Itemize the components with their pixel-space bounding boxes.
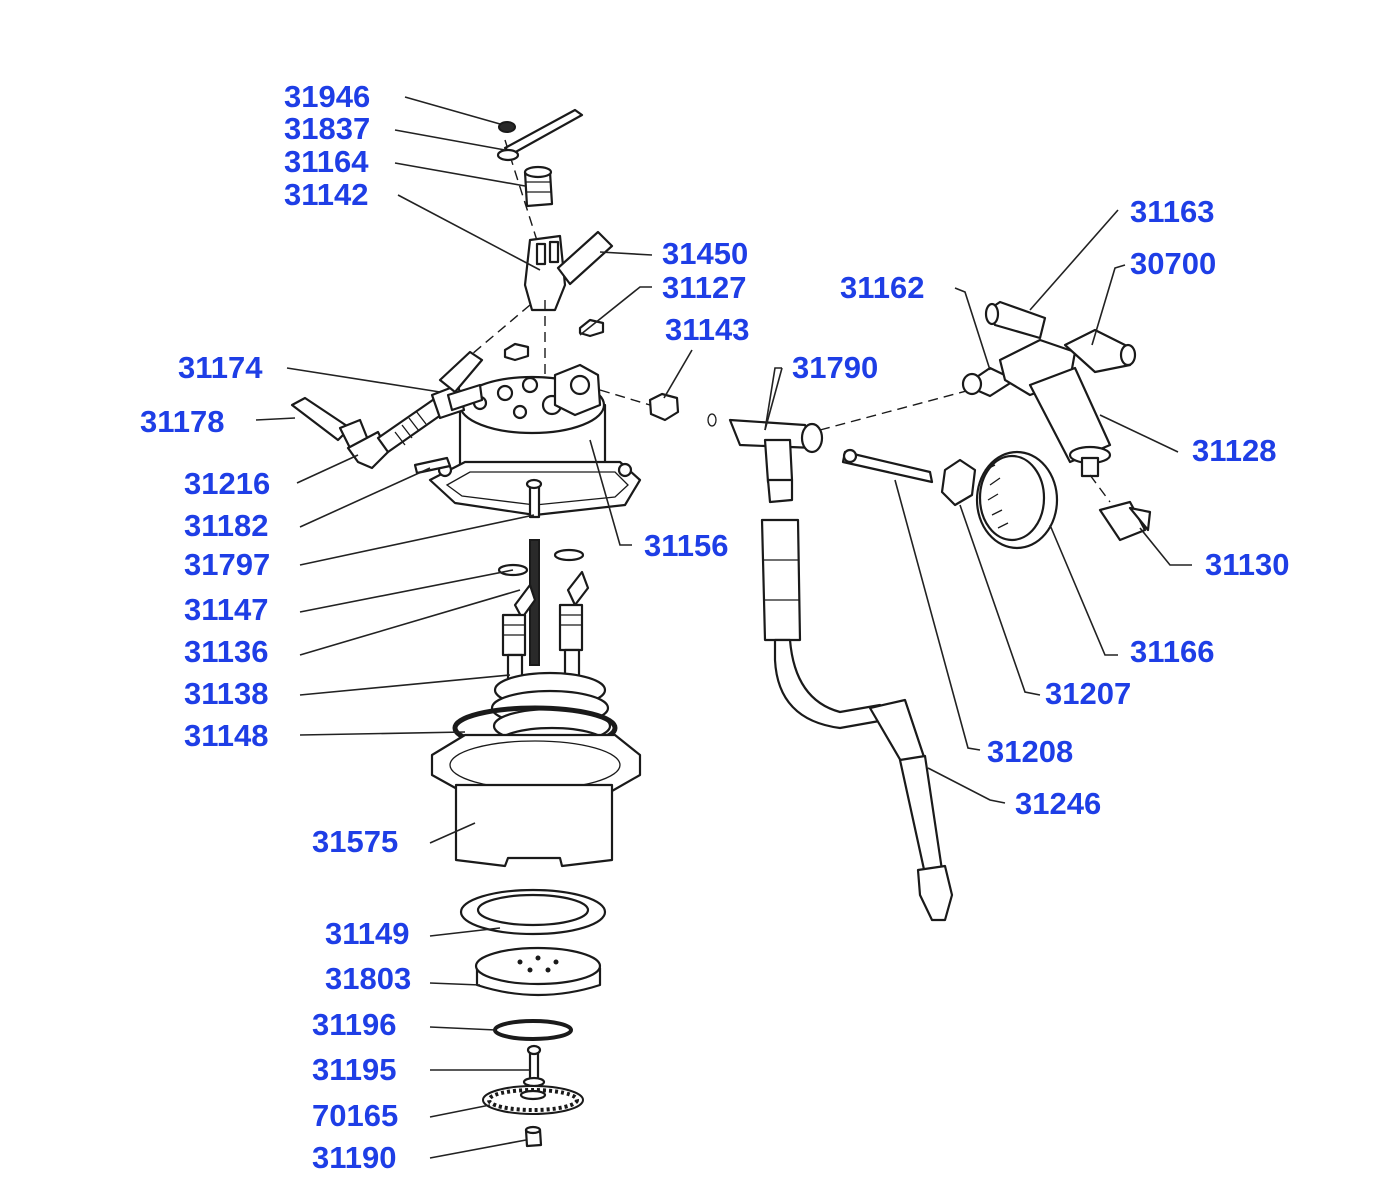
label-31946: 31946 [284, 79, 370, 114]
label-31216: 31216 [184, 466, 270, 501]
label-31138: 31138 [184, 676, 269, 711]
label-31128: 31128 [1192, 433, 1277, 468]
label-30700: 30700 [1130, 246, 1216, 281]
label-31195: 31195 [312, 1052, 397, 1087]
left-elbow-fittings [290, 350, 484, 470]
label-31164: 31164 [284, 144, 369, 179]
label-31178: 31178 [140, 404, 225, 439]
heating-element-assembly [430, 539, 642, 1148]
label-70165: 70165 [312, 1098, 398, 1133]
label-31837: 31837 [284, 111, 370, 146]
label-31163: 31163 [1130, 194, 1215, 229]
label-31190: 31190 [312, 1140, 397, 1175]
parts-drawing [290, 108, 1152, 1148]
label-31803: 31803 [325, 961, 411, 996]
label-31143: 31143 [665, 312, 750, 347]
label-31182: 31182 [184, 508, 269, 543]
label-31162: 31162 [840, 270, 925, 305]
label-31797: 31797 [184, 547, 270, 582]
label-31208: 31208 [987, 734, 1073, 769]
label-31196: 31196 [312, 1007, 397, 1042]
label-31149: 31149 [325, 916, 410, 951]
label-31246: 31246 [1015, 786, 1101, 821]
label-31156: 31156 [644, 528, 729, 563]
solenoid-valve-assembly [961, 300, 1152, 542]
boiler-body [413, 363, 642, 519]
top-fitting-assembly [464, 108, 614, 375]
part-number-labels: 31946 31837 31164 31142 31450 31127 3114… [140, 79, 1290, 1175]
label-31575: 31575 [312, 824, 398, 859]
leader-lines [255, 96, 1192, 1159]
label-31166: 31166 [1130, 634, 1215, 669]
label-31790: 31790 [792, 350, 878, 385]
steam-valve-assembly [599, 389, 1059, 922]
label-31174: 31174 [178, 350, 263, 385]
label-31147: 31147 [184, 592, 269, 627]
label-31450: 31450 [662, 236, 748, 271]
label-31142: 31142 [284, 177, 369, 212]
label-31207: 31207 [1045, 676, 1131, 711]
label-31136: 31136 [184, 634, 269, 669]
label-31127: 31127 [662, 270, 747, 305]
label-31148: 31148 [184, 718, 269, 753]
label-31130: 31130 [1205, 547, 1290, 582]
